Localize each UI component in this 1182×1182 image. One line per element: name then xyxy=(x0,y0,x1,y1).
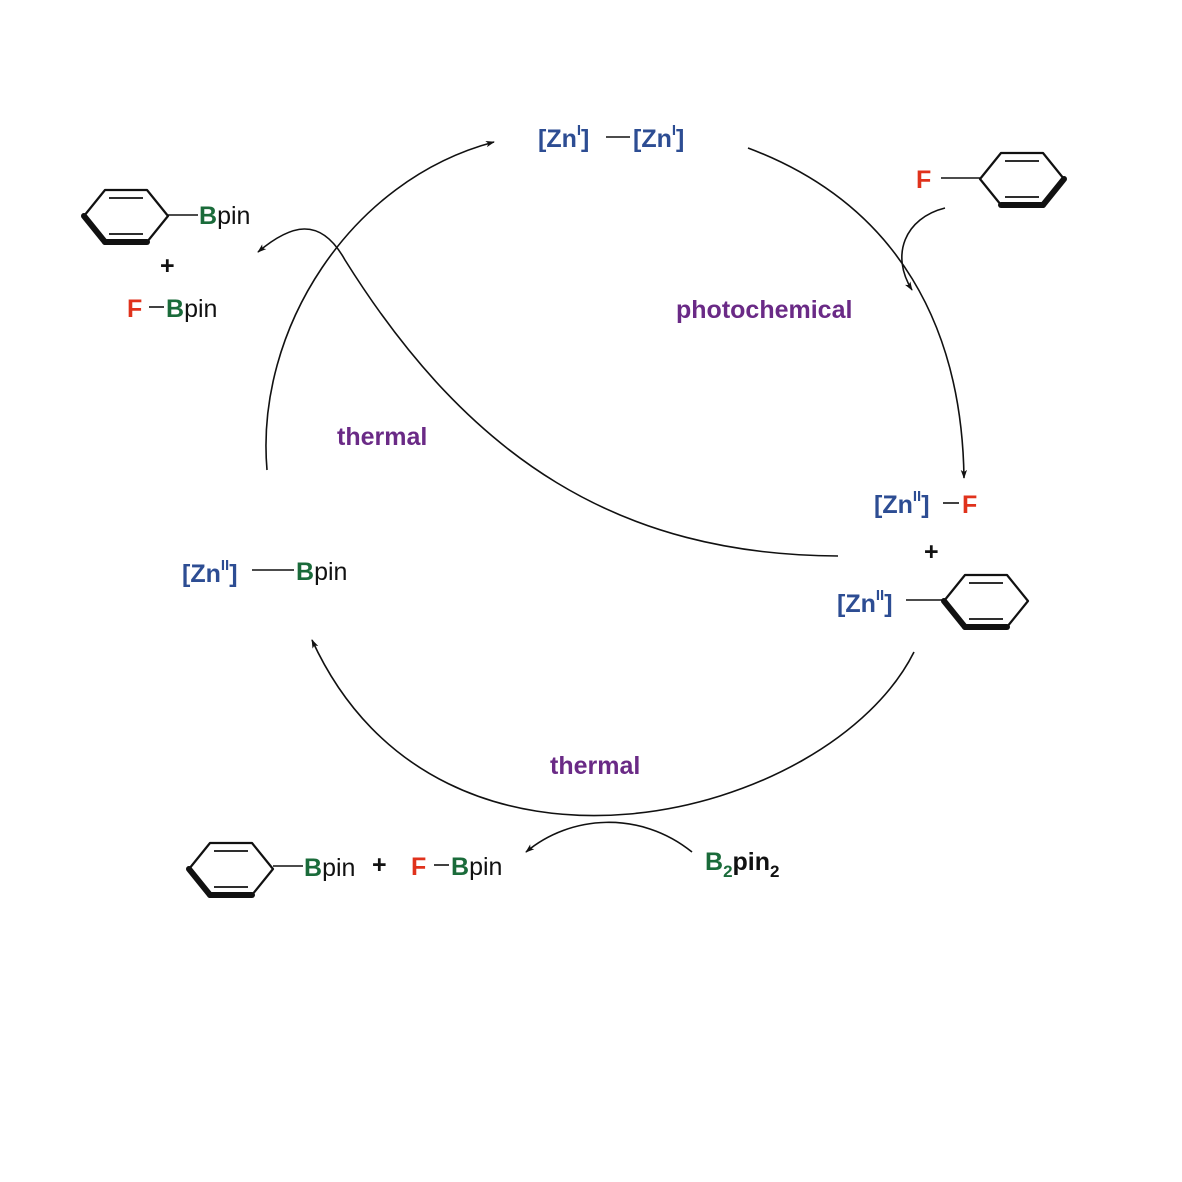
arrow-b2pin2-to-products xyxy=(525,821,693,853)
condition-thermal-left: thermal xyxy=(337,423,427,451)
zinc-phenyl: [ZnII] xyxy=(837,573,1030,630)
plus-sign: + xyxy=(924,538,939,566)
arrow-fluorobenzene-entry xyxy=(901,207,946,291)
condition-photochemical: photochemical xyxy=(676,296,852,324)
svg-text:Bpin: Bpin xyxy=(296,558,347,586)
benzene-ring-icon xyxy=(941,573,1030,630)
svg-text:F: F xyxy=(411,853,426,881)
svg-text:Bpin: Bpin xyxy=(451,853,502,881)
svg-text:[ZnI]: [ZnI] xyxy=(538,122,589,153)
svg-text:[ZnII]: [ZnII] xyxy=(837,587,893,618)
product-top: Bpin + F Bpin xyxy=(81,188,250,323)
benzene-ring-icon xyxy=(81,188,170,245)
svg-text:[ZnII]: [ZnII] xyxy=(874,488,930,519)
svg-text:F: F xyxy=(127,295,142,323)
zinc-boryl: [ZnII] Bpin xyxy=(182,557,347,588)
svg-text:+: + xyxy=(160,252,175,280)
arrow-aryl-to-product-top xyxy=(257,228,839,557)
svg-text:[ZnI]: [ZnI] xyxy=(633,122,684,153)
svg-text:F: F xyxy=(916,166,931,194)
benzene-ring-icon xyxy=(186,841,275,898)
svg-text:Bpin: Bpin xyxy=(166,295,217,323)
arrow-thermal-left-step xyxy=(265,141,495,471)
b2pin2-reagent: B2pin2 xyxy=(705,848,780,881)
zinc-fluoride: [ZnII] F xyxy=(874,488,977,519)
svg-text:[ZnII]: [ZnII] xyxy=(182,557,238,588)
arrow-photochemical-step xyxy=(747,147,968,479)
benzene-ring-icon xyxy=(978,151,1067,208)
zinc-dimer: [ZnI] [ZnI] xyxy=(538,122,684,153)
svg-text:Bpin: Bpin xyxy=(199,202,250,230)
svg-text:F: F xyxy=(962,491,977,519)
product-bottom: Bpin + F Bpin xyxy=(186,841,502,898)
arrow-thermal-bottom-step xyxy=(311,639,915,817)
condition-thermal-bottom: thermal xyxy=(550,752,640,780)
fluorobenzene: F xyxy=(916,151,1067,208)
svg-text:Bpin: Bpin xyxy=(304,854,355,882)
svg-text:+: + xyxy=(372,851,387,879)
